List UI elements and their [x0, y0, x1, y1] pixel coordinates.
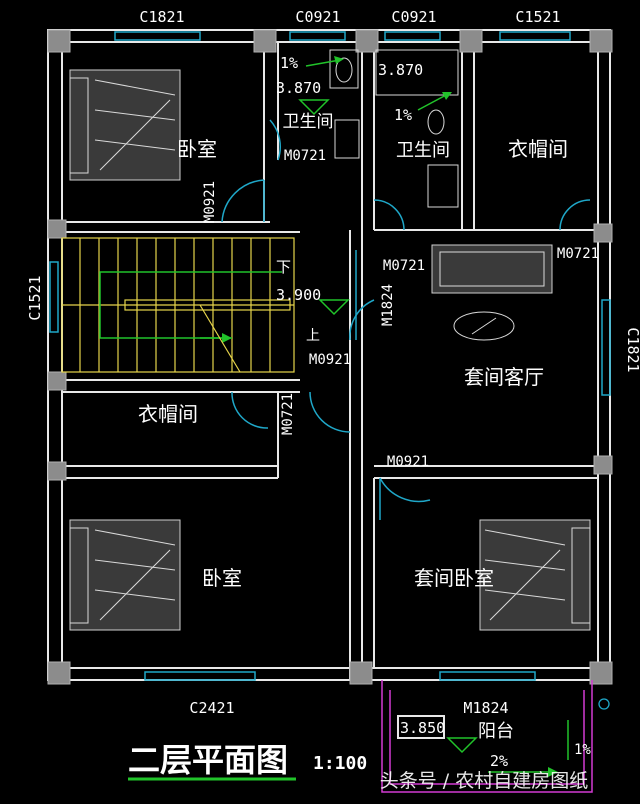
bath2-slope: 1% — [394, 106, 412, 124]
window-label-c1821-top: C1821 — [139, 8, 184, 26]
balcony-level: 3.850 — [400, 719, 445, 737]
door-label-m0721-bath: M0721 — [284, 148, 326, 164]
door-label-m0721-suite-right: M0721 — [557, 246, 599, 262]
window-label-c0921-a: C0921 — [295, 8, 340, 26]
window-label-c0921-b: C0921 — [391, 8, 436, 26]
balcony-slope: 2% — [490, 752, 508, 770]
stair-level: 3.900 — [276, 286, 321, 304]
balcony — [381, 680, 610, 793]
staircase — [61, 237, 295, 373]
room-bedroom-bottom-left: 卧室 — [202, 566, 242, 590]
drawing-title: 二层平面图 — [128, 741, 288, 779]
door-label-m0721-suite-left: M0721 — [383, 258, 425, 274]
room-bedroom-top-left: 卧室 — [177, 137, 217, 161]
window-label-c2421-bottom: C2421 — [189, 699, 234, 717]
room-balcony: 阳台 — [478, 721, 514, 742]
bath1-level: 3.870 — [276, 79, 321, 97]
bath1-slope: 1% — [280, 54, 298, 72]
furniture — [69, 49, 591, 631]
window-label-c1521-left: C1521 — [26, 275, 44, 320]
balcony-door-label: M1824 — [463, 699, 508, 717]
watermark-text: 头条号 / 农村自建房图纸 — [380, 770, 588, 792]
drain-arrows — [298, 56, 452, 316]
room-closet-left: 衣帽间 — [138, 402, 198, 426]
balcony-slope-right: 1% — [574, 742, 591, 758]
room-closet-top-right: 衣帽间 — [508, 137, 568, 161]
doors — [221, 119, 591, 520]
door-label-m0921-bedroom: M0921 — [202, 181, 218, 223]
door-label-m0921-stair: M0921 — [309, 352, 351, 368]
bath2-level: 3.870 — [378, 61, 423, 79]
room-suite-living: 套间客厅 — [464, 365, 544, 389]
drawing-scale: 1:100 — [313, 753, 367, 774]
door-label-m0921-suite-bedroom: M0921 — [387, 454, 429, 470]
room-bath-1: 卫生间 — [283, 112, 334, 132]
door-label-m0721-closet: M0721 — [280, 393, 296, 435]
room-suite-bedroom: 套间卧室 — [414, 566, 494, 590]
window-label-c1821-right: C1821 — [624, 327, 640, 372]
interior-walls — [62, 42, 598, 680]
room-bath-2: 卫生间 — [396, 140, 450, 161]
structural-columns — [47, 29, 613, 685]
stair-down-label: 下 — [276, 258, 291, 276]
window-label-c1521-top: C1521 — [515, 8, 560, 26]
door-label-m1824-suite: M1824 — [380, 284, 396, 326]
stair-up-label: 上 — [306, 328, 320, 344]
windows — [49, 31, 611, 681]
